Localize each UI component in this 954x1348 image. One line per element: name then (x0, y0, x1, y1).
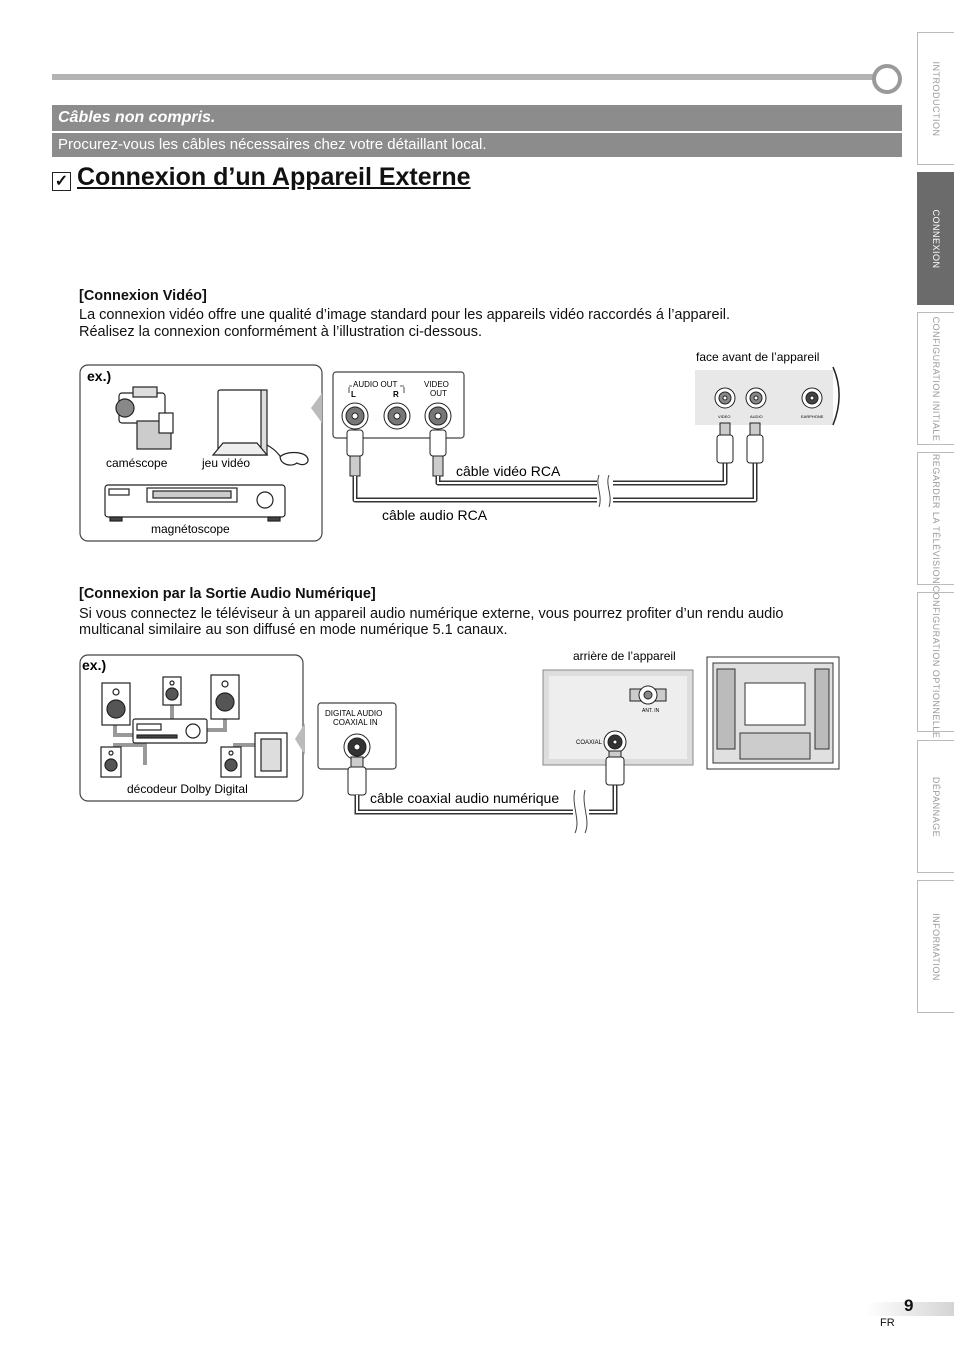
audio-left-label: L (351, 390, 356, 399)
front-jack-audio-label: AUDIO (750, 414, 763, 419)
audio-cable-label: câble audio RCA (382, 507, 488, 523)
video-out-label-1: VIDEO (424, 380, 449, 389)
front-panel-label: face avant de l’appareil (696, 350, 819, 364)
game-console-icon (211, 389, 309, 466)
coaxial-plug-left (347, 756, 367, 796)
tab-configuration-initiale[interactable]: CONFIGURATION INITIALE (917, 312, 954, 445)
coax-cable-label: câble coaxial audio numérique (370, 790, 559, 806)
av-receiver-icon (132, 718, 208, 744)
cables-banner-title: Câbles non compris. (52, 105, 902, 131)
video-out-label-2: OUT (430, 389, 447, 398)
video-section-heading: [Connexion Vidéo] (79, 288, 207, 304)
coaxial-out-jack (603, 730, 627, 754)
cables-banner-text: Procurez-vous les câbles nécessaires che… (52, 133, 902, 157)
page-title-label: Connexion d’un Appareil Externe (77, 163, 471, 191)
digital-section-line2: multicanal similaire au son diffusé en m… (79, 622, 508, 638)
digital-in-label-1: DIGITAL AUDIO (325, 709, 382, 718)
vcr-icon (104, 484, 286, 522)
digital-section-heading: [Connexion par la Sortie Audio Numérique… (79, 586, 376, 602)
page-language: FR (880, 1317, 895, 1329)
tv-rear-icon (706, 656, 840, 770)
front-panel-jacks (714, 387, 823, 409)
rca-plug-video-source (429, 429, 447, 477)
ex-label: ex.) (87, 368, 111, 384)
camcorder-label: caméscope (106, 456, 168, 470)
coaxial-label: COAXIAL (576, 740, 603, 746)
ex-label-2: ex.) (82, 657, 106, 673)
tab-information[interactable]: INFORMATION (917, 880, 954, 1013)
game-console-label: jeu vidéo (201, 456, 250, 470)
rca-plug-audio-source (346, 429, 364, 477)
coaxial-plug-right (605, 750, 625, 786)
tab-connexion[interactable]: CONNEXION (917, 172, 954, 305)
audio-out-label: AUDIO OUT (353, 380, 398, 389)
audio-right-label: R (393, 390, 399, 399)
tab-depannage[interactable]: DÉPANNAGE (917, 740, 954, 873)
digital-section-line1: Si vous connectez le téléviseur à un app… (79, 606, 784, 622)
rear-panel-label: arrière de l’appareil (573, 649, 676, 663)
decoder-label: décodeur Dolby Digital (127, 782, 248, 796)
cable-break-mark (597, 474, 611, 508)
header-rule-knob (872, 64, 902, 94)
ant-in-label: ANT. IN (642, 708, 660, 714)
coax-break-mark (573, 789, 588, 834)
checkbox-icon: ✓ (52, 172, 71, 191)
tab-regarder-television[interactable]: REGARDER LA TÉLÉVISION (917, 452, 954, 585)
video-section-line2: Réalisez la connexion conformément à l’i… (79, 324, 482, 340)
video-cable-label: câble vidéo RCA (456, 463, 561, 479)
video-connection-diagram: ex.) caméscope jeu vidéo magnétoscope AU… (79, 350, 840, 542)
tab-introduction[interactable]: INTRODUCTION (917, 32, 954, 165)
front-jack-video-label: VIDEO (718, 414, 730, 419)
front-jack-earphone-label: EARPHONE (801, 414, 824, 419)
speakers-icon (100, 674, 288, 778)
page-number-bar (866, 1302, 954, 1316)
page-number: 9 (904, 1296, 914, 1315)
ant-in-jack (629, 685, 667, 705)
header-rule (52, 74, 882, 80)
coaxial-in-jack (343, 733, 371, 761)
camcorder-icon (115, 386, 174, 450)
video-section-line1: La connexion vidéo offre une qualité d’i… (79, 307, 731, 323)
output-jacks (341, 402, 452, 430)
pointer-arrow (311, 393, 322, 423)
digital-in-label-2: COAXIAL IN (333, 718, 378, 727)
pointer-arrow-2 (295, 723, 305, 755)
tab-configuration-optionnelle[interactable]: CONFIGURATION OPTIONNELLE (917, 586, 954, 738)
digital-audio-diagram: ex.) décodeur Dolby Digital DIGITAL AUDI… (79, 649, 840, 834)
vcr-label: magnétoscope (151, 522, 230, 536)
rca-plugs-front (716, 422, 764, 464)
page-title: ✓ Connexion d’un Appareil Externe (52, 163, 471, 192)
